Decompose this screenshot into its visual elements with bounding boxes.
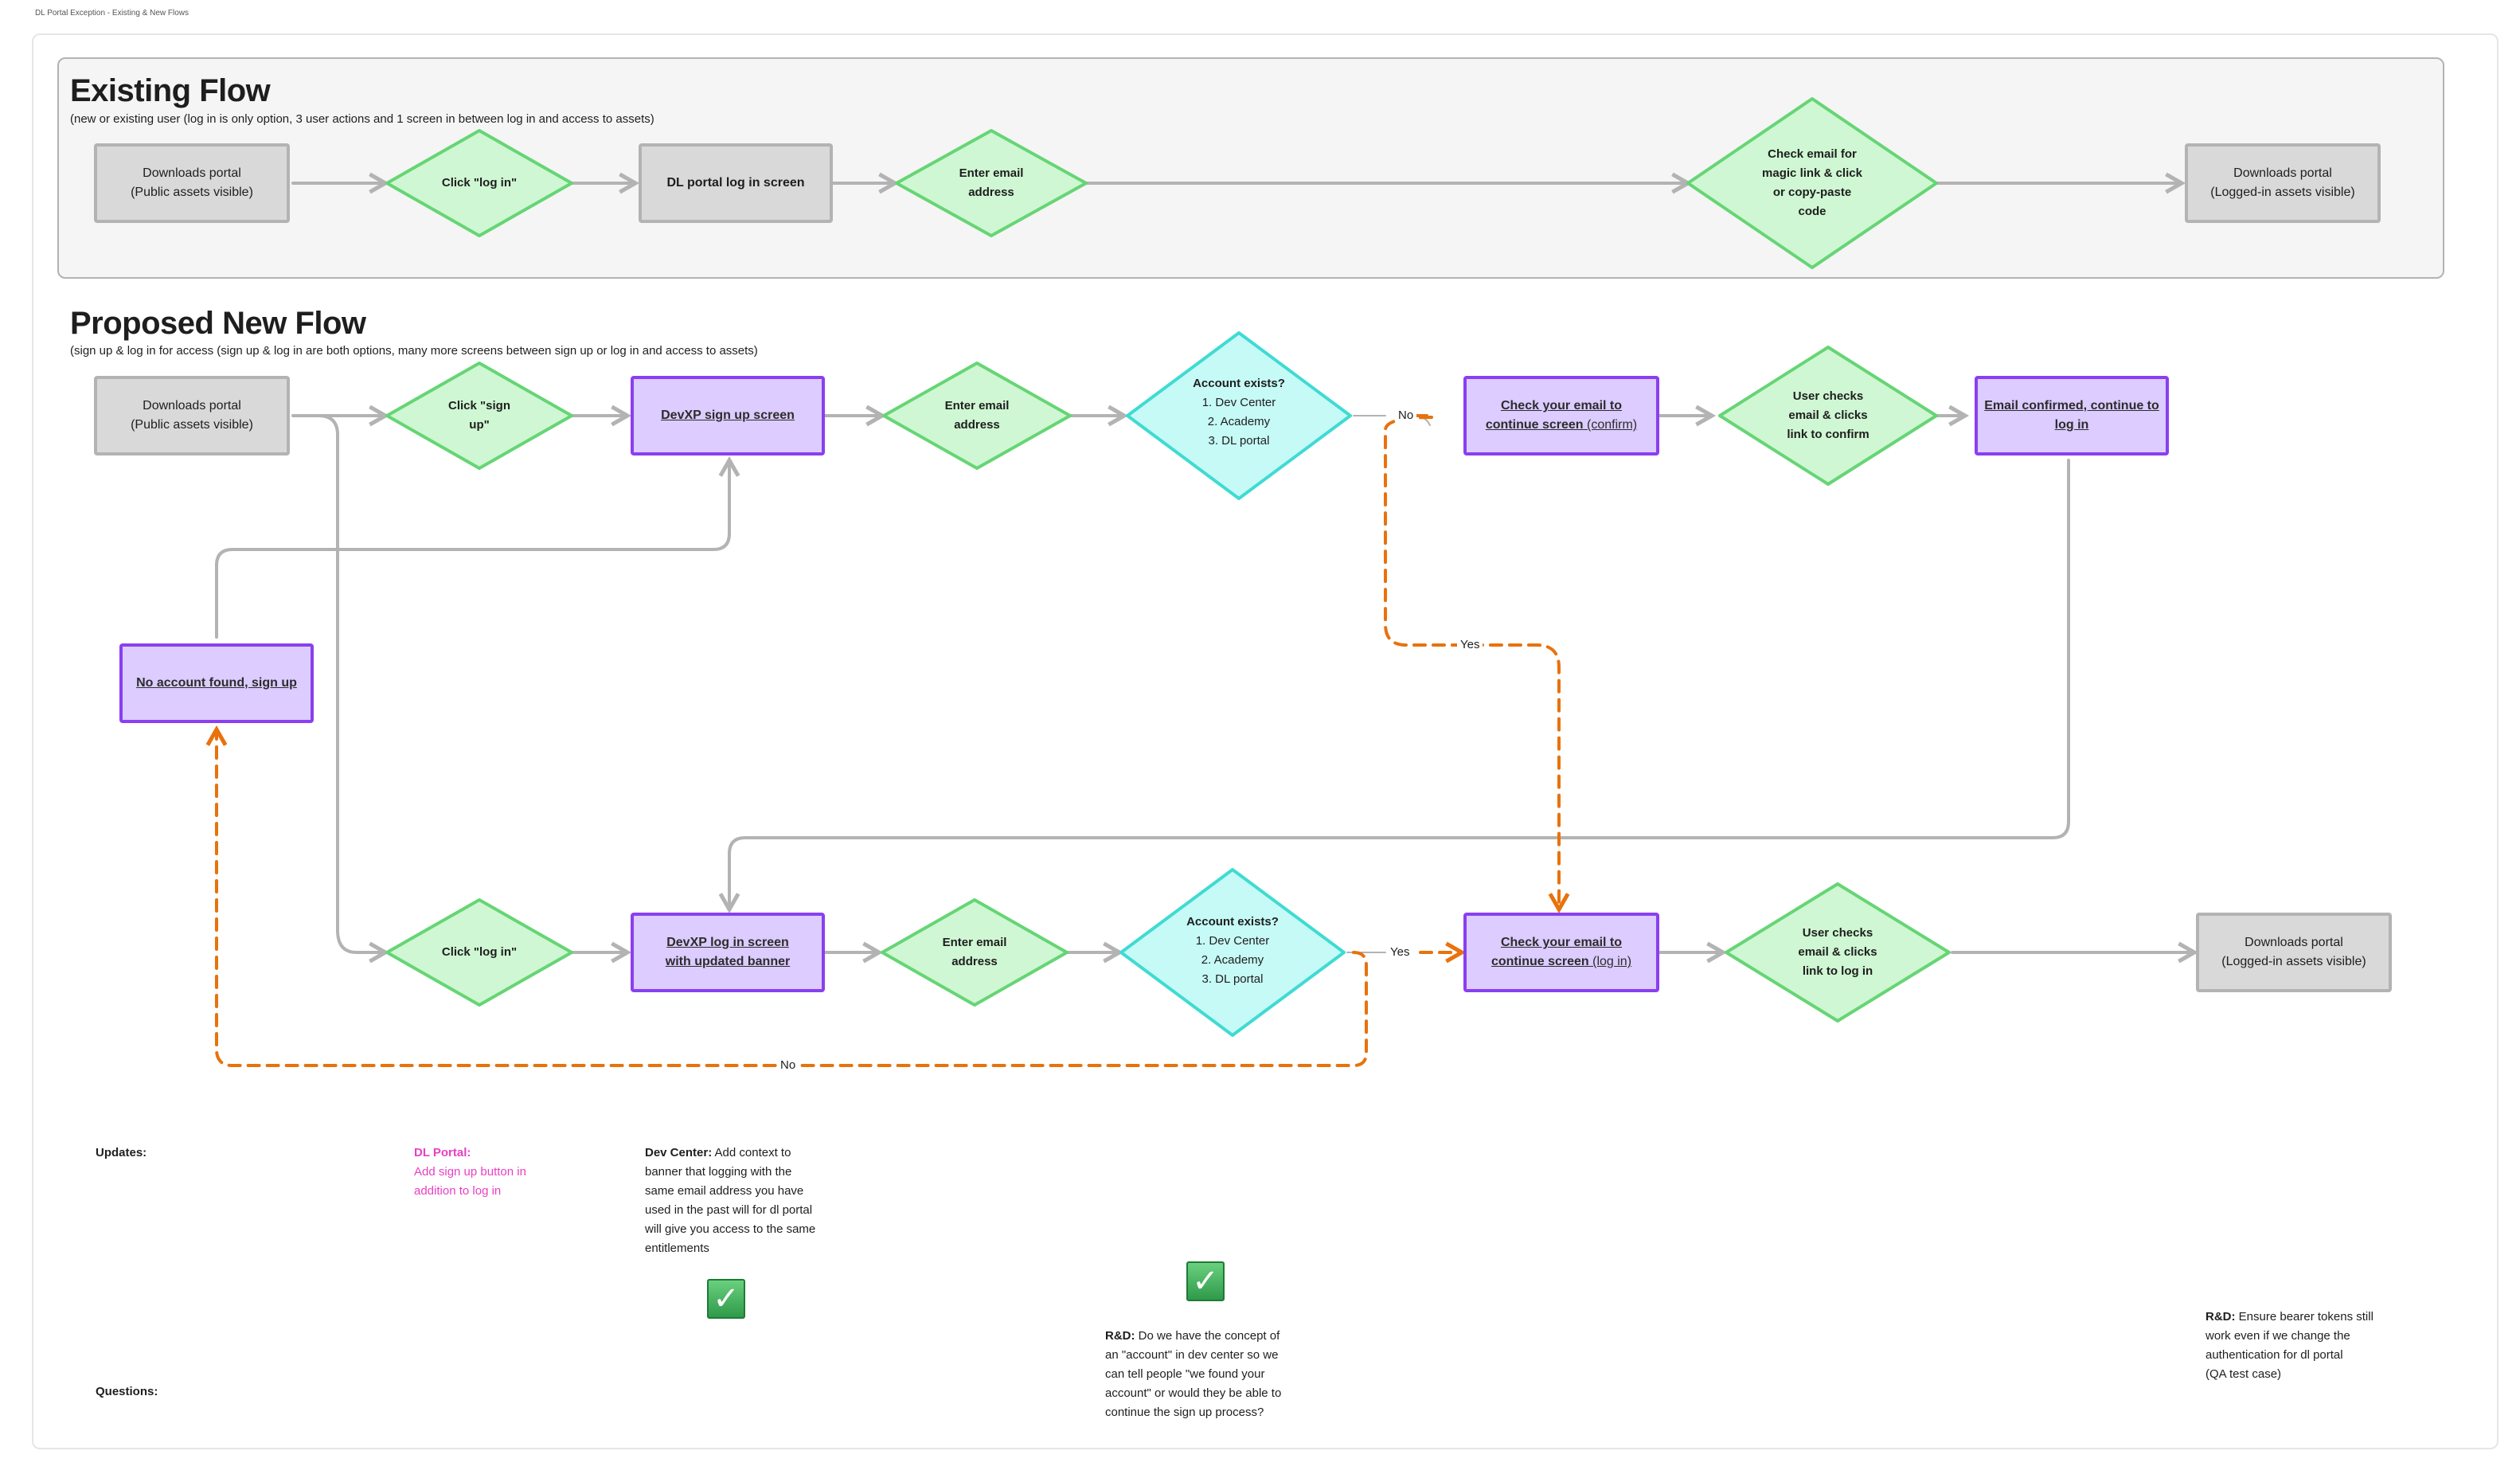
- questions-label: Questions:: [96, 1385, 158, 1398]
- node-label: Email confirmed, continue to log in: [1984, 399, 2159, 432]
- no-account-found-screen: No account found, sign up: [119, 643, 314, 723]
- existing-downloads-portal-start: Downloads portal (Public assets visible): [94, 143, 290, 223]
- account-exists-item: 1. Dev Center: [1195, 934, 1270, 948]
- decision-account-exists-bottom: [1119, 868, 1346, 1037]
- decision-enter-email-existing: [895, 129, 1088, 237]
- email-confirmed-screen: Email confirmed, continue to log in: [1975, 376, 2169, 456]
- account-exists-item: 3. DL portal: [1208, 434, 1270, 448]
- edge-confirmed-to-login: [718, 459, 2070, 914]
- node-label: Check your email to continue screen: [1491, 936, 1623, 968]
- node-label: Downloads portal (Public assets visible): [131, 166, 253, 199]
- proposed-downloads-portal-start: Downloads portal (Public assets visible): [94, 376, 290, 456]
- node-label-suffix: (log in): [1588, 955, 1632, 968]
- note-title: DL Portal:: [414, 1146, 471, 1159]
- edge-noaccount-to-signup: [215, 456, 740, 639]
- node-label: DevXP sign up screen: [661, 409, 795, 422]
- note-rd-account-question: R&D: Do we have the concept of an "accou…: [1105, 1327, 1281, 1422]
- node-label: Check your email to continue screen: [1485, 399, 1623, 432]
- node-label-suffix: (confirm): [1583, 418, 1638, 432]
- edge-label-yes-bottom: Yes: [1387, 945, 1413, 960]
- note-dl-portal: DL Portal: Add sign up button in additio…: [414, 1144, 526, 1201]
- note-title: Dev Center:: [645, 1146, 713, 1159]
- edge-label-yes-top: Yes: [1457, 638, 1483, 652]
- decision-account-exists-top: [1126, 331, 1352, 500]
- node-label: DevXP log in screen with updated banner: [665, 936, 791, 968]
- decision-click-login-existing: [385, 129, 573, 237]
- existing-dl-portal-login-screen: DL portal log in screen: [639, 143, 833, 223]
- note-dev-center: Dev Center: Add context to banner that l…: [645, 1144, 815, 1258]
- existing-click-login-label: Click "log in": [441, 176, 518, 190]
- node-label: Downloads portal (Logged-in assets visib…: [2210, 166, 2355, 199]
- existing-check-email-label: Check email for magic link & click or co…: [1762, 147, 1862, 218]
- click-signup-label: Click "sign up": [448, 399, 510, 432]
- devxp-signup-screen: DevXP sign up screen: [631, 376, 825, 456]
- account-exists-bottom-label: Account exists? 1. Dev Center 2. Academy 3.…: [1148, 911, 1317, 991]
- account-exists-title: Account exists?: [1193, 377, 1285, 390]
- edge-label-no-bottom: No: [777, 1058, 799, 1073]
- check-email-confirm-screen: Check your email to continue screen (con…: [1463, 376, 1659, 456]
- edge-portal-to-login: [317, 414, 390, 964]
- enter-email-bottom-label: Enter email address: [942, 936, 1007, 968]
- account-exists-title: Account exists?: [1186, 915, 1279, 929]
- node-label: Downloads portal (Public assets visible): [131, 399, 253, 432]
- check-email-login-screen: Check your email to continue screen (log…: [1463, 913, 1659, 992]
- existing-flow-subtitle: (new or existing user (log in is only op…: [70, 112, 654, 126]
- decision-check-email-existing: [1686, 97, 1938, 269]
- edge-account-exists-no-bottom: [205, 725, 1368, 1067]
- account-exists-item: 2. Academy: [1201, 953, 1264, 967]
- decision-enter-email-bottom: [881, 898, 1069, 1007]
- user-checks-login-label: User checks email & clicks link to log i…: [1798, 926, 1877, 978]
- account-exists-item: 3. DL portal: [1201, 972, 1264, 986]
- enter-email-top-label: Enter email address: [944, 399, 1010, 432]
- decision-user-checks-login: [1725, 882, 1951, 1022]
- node-label: No account found, sign up: [136, 676, 297, 690]
- account-exists-item: 2. Academy: [1207, 415, 1271, 428]
- note-body: Add context to banner that logging with …: [645, 1146, 816, 1255]
- proposed-downloads-portal-end: Downloads portal (Logged-in assets visib…: [2196, 913, 2392, 992]
- note-rd-bearer-tokens: R&D: Ensure bearer tokens still work eve…: [2205, 1308, 2373, 1384]
- note-title: R&D:: [2205, 1310, 2236, 1324]
- node-label: DL portal log in screen: [666, 176, 805, 190]
- decision-click-login-bottom: [385, 898, 573, 1007]
- account-exists-item: 1. Dev Center: [1201, 396, 1276, 409]
- note-body: Add sign up button in addition to log in: [414, 1165, 526, 1198]
- edge-account-exists-yes-top: [1384, 416, 1570, 914]
- note-title: R&D:: [1105, 1329, 1135, 1343]
- note-body: Ensure bearer tokens still work even if …: [2205, 1310, 2373, 1381]
- click-login-bottom-label: Click "log in": [441, 945, 518, 959]
- updates-label: Updates:: [96, 1146, 147, 1159]
- node-label: Downloads portal (Logged-in assets visib…: [2221, 936, 2366, 968]
- frame-title: DL Portal Exception - Existing & New Flo…: [35, 9, 189, 18]
- note-body: Do we have the concept of an "account" i…: [1105, 1329, 1282, 1419]
- checkmark-icon: ✓: [1186, 1261, 1225, 1301]
- existing-downloads-portal-end: Downloads portal (Logged-in assets visib…: [2185, 143, 2381, 223]
- account-exists-top-label: Account exists? 1. Dev Center 2. Academy 3.…: [1155, 373, 1323, 452]
- user-checks-confirm-label: User checks email & clicks link to confi…: [1787, 389, 1869, 441]
- decision-click-signup: [385, 362, 573, 470]
- edge-label-no-top: No: [1395, 409, 1417, 423]
- decision-user-checks-confirm: [1718, 346, 1938, 486]
- existing-enter-email-label: Enter email address: [959, 166, 1024, 199]
- checkmark-icon: ✓: [707, 1279, 745, 1319]
- existing-flow-title: Existing Flow: [70, 73, 271, 108]
- decision-enter-email-top: [882, 362, 1072, 470]
- proposed-flow-title: Proposed New Flow: [70, 306, 366, 341]
- devxp-login-screen: DevXP log in screen with updated banner: [631, 913, 825, 992]
- proposed-flow-subtitle: (sign up & log in for access (sign up & …: [70, 344, 758, 358]
